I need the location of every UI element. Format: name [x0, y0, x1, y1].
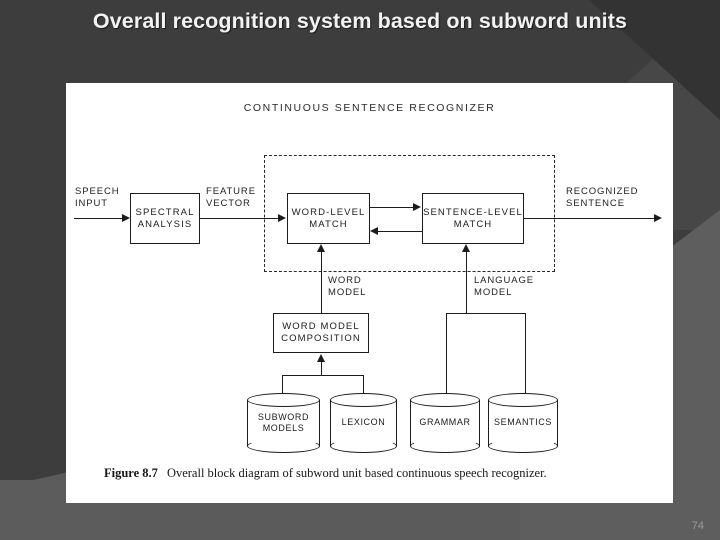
slide-title: Overall recognition system based on subw…	[92, 9, 628, 33]
word-to-sentence-arrowhead	[413, 203, 421, 211]
continuous-sentence-recognizer-region	[264, 155, 555, 272]
database-semantics[interactable]: SEMANTICS	[488, 393, 558, 453]
language-bracket-left	[446, 313, 447, 403]
figure-heading: CONTINUOUS SENTENCE RECOGNIZER	[243, 102, 496, 114]
language-model-line	[466, 251, 467, 313]
cylinder-body	[488, 400, 558, 446]
composition-bracket-horizontal	[282, 375, 363, 376]
word-to-sentence-line	[370, 207, 414, 208]
label-feature-vector: FEATURE VECTOR	[206, 186, 256, 209]
composition-feed-arrowhead	[317, 354, 325, 362]
cylinder-body	[410, 400, 480, 446]
database-lexicon[interactable]: LEXICON	[330, 393, 397, 453]
figure-caption: Figure 8.7 Overall block diagram of subwo…	[104, 466, 547, 481]
figure-diagram: CONTINUOUS SENTENCE RECOGNIZER SPEECH IN…	[66, 83, 673, 503]
language-bracket-right	[525, 313, 526, 403]
box-sentence-level-match[interactable]: SENTENCE-LEVEL MATCH	[422, 193, 524, 244]
language-model-arrowhead	[462, 244, 470, 252]
cylinder-bottom-ellipse	[247, 439, 320, 453]
database-subword-models[interactable]: SUBWORD MODELS	[247, 393, 320, 453]
box-word-model-composition[interactable]: WORD MODEL COMPOSITION	[273, 313, 369, 353]
database-label: SUBWORD MODELS	[257, 411, 310, 434]
composition-bracket-left	[282, 375, 283, 403]
composition-bracket-right	[363, 375, 364, 403]
cylinder-top-ellipse	[488, 393, 558, 407]
cylinder-body	[247, 400, 320, 446]
cylinder-top-ellipse	[330, 393, 397, 407]
label-speech-input: SPEECH INPUT	[75, 186, 120, 209]
figure-image-panel: CONTINUOUS SENTENCE RECOGNIZER SPEECH IN…	[66, 83, 673, 503]
speech-input-line	[74, 218, 124, 219]
page-number: 74	[691, 520, 704, 532]
database-label: GRAMMAR	[419, 417, 471, 428]
database-label: SEMANTICS	[494, 417, 552, 428]
sentence-to-word-arrowhead	[370, 227, 378, 235]
figure-caption-label: Figure 8.7	[104, 466, 158, 480]
recognized-sentence-arrowhead	[654, 214, 662, 222]
box-word-level-match[interactable]: WORD-LEVEL MATCH	[287, 193, 370, 244]
feature-vector-arrowhead	[278, 214, 286, 222]
label-recognized-sentence: RECOGNIZED SENTENCE	[566, 186, 639, 209]
database-grammar[interactable]: GRAMMAR	[410, 393, 480, 453]
figure-caption-text: Overall block diagram of subword unit ba…	[166, 466, 547, 480]
label-word-model: WORD MODEL	[328, 275, 367, 298]
sentence-to-word-line	[378, 231, 422, 232]
cylinder-top-ellipse	[410, 393, 480, 407]
cylinder-top-ellipse	[247, 393, 320, 407]
database-label: LEXICON	[341, 417, 386, 428]
label-language-model: LANGUAGE MODEL	[474, 275, 534, 298]
cylinder-body	[330, 400, 397, 446]
box-spectral-analysis[interactable]: SPECTRAL ANALYSIS	[130, 193, 200, 244]
language-bracket-horizontal	[446, 313, 525, 314]
cylinder-bottom-ellipse	[488, 439, 558, 453]
recognized-sentence-line	[524, 218, 656, 219]
cylinder-bottom-ellipse	[330, 439, 397, 453]
word-model-arrowhead	[317, 244, 325, 252]
composition-feed-line	[321, 361, 322, 375]
word-model-line	[321, 251, 322, 313]
cylinder-bottom-ellipse	[410, 439, 480, 453]
feature-vector-line	[200, 218, 280, 219]
speech-input-arrowhead	[122, 214, 130, 222]
